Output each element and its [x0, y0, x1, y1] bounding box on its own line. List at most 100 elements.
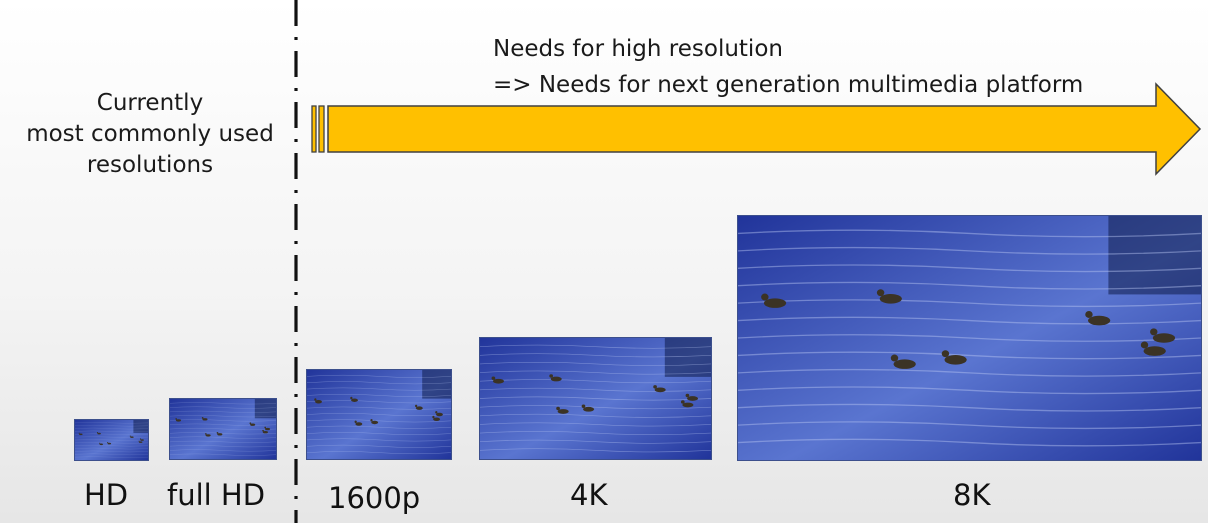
water-ripple: [480, 413, 711, 418]
water-ripple: [738, 299, 1201, 308]
duck-head: [262, 429, 264, 432]
duck-head: [264, 426, 267, 429]
water-ripple: [307, 413, 451, 416]
duck-head: [491, 376, 496, 380]
duck-head: [107, 442, 109, 444]
duck-head: [354, 420, 357, 424]
duck-head: [138, 440, 140, 442]
water-ripple: [738, 246, 1201, 255]
duck: [202, 418, 208, 421]
water-ripple: [307, 374, 451, 378]
water-ripple: [480, 361, 711, 366]
duck: [436, 412, 443, 417]
duck: [97, 432, 101, 435]
water-ripple: [75, 447, 148, 450]
full-hd-label: full HD: [167, 478, 266, 512]
1600p-thumbnail: [306, 369, 452, 460]
duck-head: [876, 289, 885, 297]
hd-label: HD: [84, 478, 129, 512]
caption-line-1: Currently: [96, 90, 204, 116]
water-ripple: [170, 406, 276, 409]
current-resolutions-caption: Currently most commonly used resolutions: [0, 88, 300, 181]
4k-label: 4K: [570, 478, 608, 512]
water-ripple: [738, 264, 1201, 273]
duck: [351, 398, 358, 402]
duck: [371, 420, 379, 425]
caption-line-3: resolutions: [86, 152, 214, 178]
pond-reflection: [254, 399, 276, 419]
water-ripple: [170, 440, 276, 443]
duck-head: [435, 411, 438, 414]
duck: [355, 422, 363, 426]
duck: [1143, 346, 1166, 356]
water-ripple: [480, 396, 711, 401]
water-ripple: [307, 451, 451, 455]
water-ripple: [307, 444, 451, 448]
duck-head: [1150, 328, 1158, 336]
water-ripple: [738, 386, 1201, 395]
duck: [557, 409, 569, 414]
water-ripple: [75, 427, 148, 430]
water-ripple: [75, 456, 148, 458]
duck-head: [96, 432, 99, 434]
water-ripple: [307, 419, 451, 423]
future-arrow: [311, 82, 1202, 176]
8k-label: 8K: [953, 478, 991, 512]
water-ripple: [75, 445, 148, 447]
arrow-tail-stripe-2: [318, 105, 325, 153]
4k-thumbnail: [479, 337, 712, 460]
arrow-body: [327, 82, 1202, 176]
water-ripple: [738, 334, 1201, 342]
pond-reflection: [133, 420, 148, 433]
water-ripple: [738, 351, 1201, 360]
caption-line-2: most commonly used: [26, 121, 274, 147]
pond-reflection: [664, 338, 711, 377]
duck: [138, 441, 143, 443]
duck-head: [350, 396, 353, 400]
duck-head: [556, 406, 560, 411]
duck: [140, 439, 144, 441]
water-ripple: [170, 402, 276, 405]
water-ripple: [738, 438, 1201, 447]
duck-head: [941, 350, 950, 358]
water-ripple: [480, 405, 711, 410]
water-ripple: [170, 423, 276, 426]
water-ripple: [307, 387, 451, 391]
duck: [315, 400, 322, 404]
water-ripple: [307, 381, 451, 385]
water-ripple: [480, 379, 711, 384]
duck-head: [549, 374, 553, 378]
water-ripple: [75, 450, 148, 453]
duck-head: [685, 393, 690, 398]
duck: [682, 402, 694, 408]
water-ripple: [75, 453, 148, 455]
duck-head: [581, 404, 586, 409]
hd-thumbnail: [74, 419, 149, 461]
duck-head: [249, 422, 252, 425]
water-ripple: [170, 453, 276, 456]
water-ripple: [307, 400, 451, 404]
water-ripple: [738, 316, 1201, 325]
duck-head: [432, 415, 435, 419]
water-ripple: [307, 425, 451, 429]
water-ripple: [307, 394, 451, 397]
water-ripple: [480, 387, 711, 392]
duck-head: [1140, 341, 1149, 349]
arrow-tail-stripe-1: [311, 105, 317, 153]
duck: [879, 293, 902, 304]
duck: [550, 376, 562, 382]
8k-thumbnail: [737, 215, 1202, 461]
water-ripple: [75, 433, 148, 435]
duck: [433, 417, 441, 422]
water-ripple: [75, 422, 148, 424]
water-ripple: [75, 430, 148, 433]
duck-head: [216, 432, 219, 434]
water-ripple: [170, 415, 276, 418]
water-ripple: [738, 368, 1201, 377]
water-ripple: [75, 425, 148, 427]
arrow-text-line-2: => Needs for next generation multimedia …: [493, 72, 1084, 98]
water-ripple: [480, 422, 711, 427]
duck: [944, 354, 967, 365]
water-ripple: [170, 410, 276, 413]
water-ripple: [75, 442, 148, 444]
